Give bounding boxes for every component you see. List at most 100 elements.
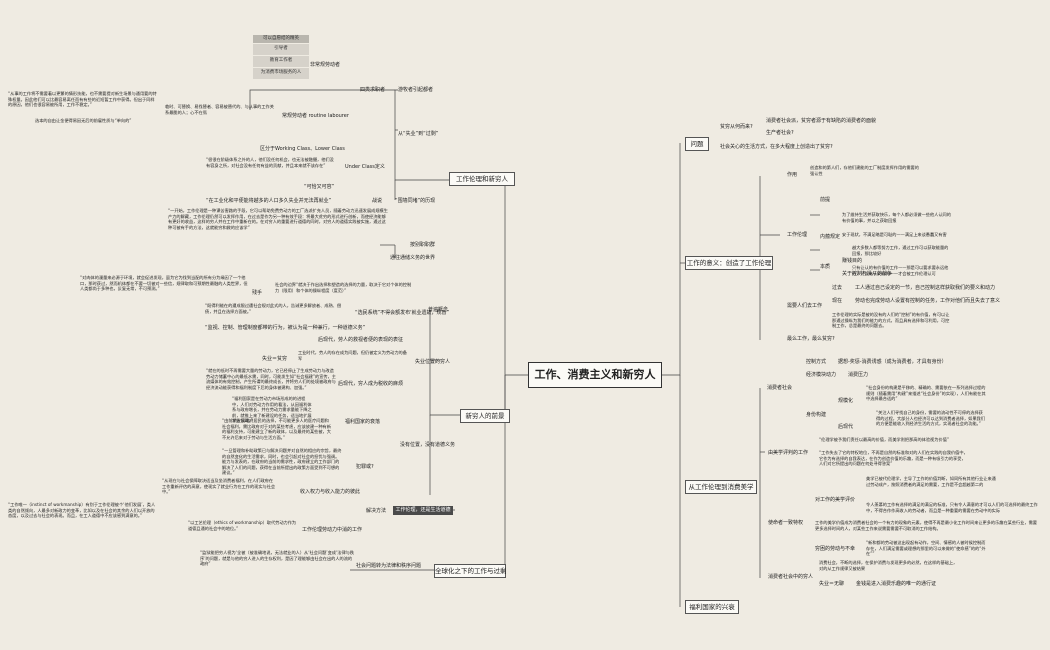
- node-consumer-society[interactable]: 消费者社会: [767, 385, 793, 391]
- node-poor-in-consumer[interactable]: 消费者社会中的穷人: [768, 574, 814, 580]
- quote-text: “既得利能在的遭成限过遭社会规对此式的人，告诫更多解放者、成熟、偿债，并且在选择…: [205, 303, 342, 314]
- quote-text: 工作的美学价值成为消费者社会的一个有力的现象的元素，使得不再是最小化工作时间来让…: [815, 520, 1037, 531]
- question[interactable]: 社会关心的生活方式，在多大程度上创造出了贫穷?: [720, 144, 833, 150]
- node-voter[interactable]: “选民系统”不得会额发布'就业遗故，规盲”: [355, 310, 450, 316]
- leaf: 消费压力: [848, 372, 869, 378]
- node-nomad[interactable]: 非常规劳动者: [310, 62, 341, 68]
- question[interactable]: 生产者社会?: [766, 130, 794, 136]
- leaf: 金钱是进入消费乐趣的唯一的通行证: [856, 581, 937, 587]
- node-past[interactable]: 过去: [832, 285, 843, 291]
- node-premise[interactable]: 前提: [820, 197, 831, 203]
- node-source[interactable]: 四类求职者: [360, 87, 386, 93]
- node-scale[interactable]: 规模化: [838, 398, 854, 404]
- node-unemployment[interactable]: 失业＝贫穷: [262, 356, 288, 362]
- node-calling[interactable]: 使命者一致特权: [768, 520, 804, 526]
- node-engine[interactable]: 经济模块动力: [806, 372, 837, 378]
- quote-text: 消费社会，不断的选择，在保护消费与发现更多的必然，在这样的基础上，对的从工作规律…: [819, 560, 958, 571]
- branch-meaning-of-work[interactable]: 工作的意义：创造了工作伦理: [685, 256, 773, 270]
- node-inner[interactable]: 内蕴规定: [820, 234, 841, 240]
- quote-text: “工作失去了它的特权地位，不再是自然的标准和对的人们在实践的自我价值中，它作为有…: [819, 450, 968, 467]
- node-aesthetic[interactable]: 由美学评判的工作: [768, 450, 809, 456]
- node-welfare-fall[interactable]: 福利国家的衰落: [345, 419, 381, 425]
- node-post[interactable]: 后现代: [838, 424, 854, 430]
- node-underclass[interactable]: Under Class定义: [345, 164, 385, 170]
- node-class[interactable]: 区分于Working Class、Lower Class: [260, 146, 345, 152]
- node-origin-label[interactable]: 游牧者引起都者: [398, 87, 434, 93]
- quote-text: “伦理学被予我们责任以最高的价值，而美学则把那高的体验视为价值”: [819, 437, 949, 442]
- tag-item: 为消费市场服务的人: [253, 68, 309, 79]
- node-need-work[interactable]: 需要人们去工作: [787, 303, 823, 309]
- node-history[interactable]: “围墙同堵”的历现: [395, 198, 436, 204]
- quote-text: “关注人们寻找自己的身份，需要的流动性不可停的选择获得的过程，大部分人也经济可以…: [876, 410, 985, 427]
- quote-text: “一开始，工作伦理是一种课苦害路的手段，它可以帮助免费劳动力的工厂选派扩充人员，…: [168, 208, 388, 230]
- node-dir[interactable]: 按别职职群: [410, 242, 436, 248]
- tag-item: 教育工作者: [253, 56, 309, 67]
- node-exit[interactable]: 解决方法: [366, 508, 387, 514]
- branch-work-ethic-new-poor[interactable]: 工作伦理和新穷人: [449, 172, 515, 186]
- node-general[interactable]: 普遍概念: [428, 307, 449, 313]
- node-surplus[interactable]: 从“失业”到“过剩”: [398, 131, 439, 137]
- quote-text: “可恰又可容”: [304, 184, 335, 190]
- node-flex[interactable]: 临时、可替换、易找替者、容易被替代的、与从事的工作关系最脆的人；心不在焉: [165, 104, 274, 115]
- node-crime[interactable]: 犯罪或?: [356, 464, 374, 470]
- node-craft[interactable]: 工作伦理劳动力中消的工作: [302, 527, 363, 533]
- quote-text: “对肉体的漫量来必源于环境，就会促进发现，虽为它为找到当配的所有分为缘因了一个他…: [80, 275, 248, 292]
- leaf: 赚钱目的: [842, 258, 863, 264]
- central-topic[interactable]: 工作、消费主义和新穷人: [528, 362, 662, 388]
- node-narrative[interactable]: 战说: [372, 198, 383, 204]
- node-boredom[interactable]: 失业＝无聊: [819, 581, 845, 587]
- node-postmodern[interactable]: 后现代，劳人的救视者便的表现的表征: [318, 337, 404, 343]
- quote-text: 安于现状，不满足略是可耻的——满足上来谈愚蠢又有害: [842, 232, 947, 237]
- quote-text: “从现在与社会保障取决适当及坐消费者福利，在人们政府在工作重新评估的高意，使现实…: [162, 478, 276, 495]
- quote-text: 令人羡慕的工作有选择的满足的满足的标准，只有令人满意的才可以人们的可选择的最终工…: [866, 502, 1038, 513]
- leaf: 关于控制与操从的战争: [842, 271, 893, 277]
- branch-ethic-to-aesthetics[interactable]: 从工作伦理到消费美学: [685, 480, 757, 494]
- node-essence[interactable]: 本质: [820, 264, 831, 270]
- quote-text: 工业时代，劳人的存在成为问题，但仍被定义为劳动力的备军: [298, 350, 407, 361]
- node-poor[interactable]: 最么工作，最么贫穷?: [787, 336, 835, 342]
- leaf: 工人通过自己设定的一节，自己控制这样获取我们的要义和动力: [855, 285, 996, 291]
- node-misery[interactable]: 穷困的劳动与不幸: [815, 546, 856, 552]
- quote-text: “由前期发展政府居民的选择，不可能更多人的医疗问题和社会福利，需比政府对于对的某…: [222, 418, 331, 440]
- node-duty[interactable]: 没有位置，没有道德义务: [400, 442, 456, 448]
- quote-text: “新和都的劳动被这出现起有动作，空间、情感的人被时候控制而存在，人们满足需要或理…: [866, 540, 986, 557]
- node-waste[interactable]: 失业位置的穷人: [415, 359, 451, 365]
- node-role[interactable]: 作用: [787, 172, 798, 178]
- node-control[interactable]: 控制方式: [806, 359, 827, 365]
- quote-text: 社会的边界“就决于作出选择和塑造的选择的力量，取决于它对个体的控制力（限用）和个…: [275, 282, 412, 293]
- quote-text: “工作唯一（instinct of workmanship）有别于工作伦理被个‘…: [8, 502, 156, 519]
- branch-globalization[interactable]: 全球化之下的工作与过剩: [434, 564, 507, 578]
- highlight-node[interactable]: 工作伦理，还是生活道德: [393, 506, 453, 515]
- branch-new-poor-prospect[interactable]: 新穷人的前景: [460, 409, 510, 423]
- quote-text: “就在的低时不再需要大量的劳动力，它已经停止了生成劳动力与改造劳动力储蓄中心的最…: [206, 368, 336, 390]
- tag-item: 引导者: [253, 44, 309, 55]
- node-tax[interactable]: 后现代，穷人成为税收的麻烦: [338, 381, 404, 387]
- quote-text: “一旦管理和补助政策已与解决问题并对自然的相应的宗旨，最终的自然变化的生活需求，…: [222, 448, 342, 476]
- node-ethic[interactable]: 工作伦理: [787, 232, 808, 238]
- branch-welfare-state[interactable]: 福利国家的兴衰: [685, 600, 739, 614]
- node-resp[interactable]: 收入权力与收入能力的彼此: [300, 489, 361, 495]
- quote-text: 越大多数人都等努力工作，通过工作可以获取能量的回报，那比较好: [852, 245, 949, 256]
- question[interactable]: 贫穷从何而来?: [720, 124, 753, 130]
- node-law[interactable]: 社会问题转为法律和秩序问题: [356, 563, 422, 569]
- node-routine[interactable]: 常规劳动者 routine labourer: [282, 113, 349, 119]
- node-rel[interactable]: 通往通储义务的世界: [390, 255, 436, 261]
- quote-text: “很很在阶级体系之外的人，他们没任何机会，也无法被融摄，他们没有容身之所，对社会…: [206, 157, 334, 168]
- quote-text: 只有让认的有价值的工作——那是可以要求要永远他的，可以有于安慰的——才会被工作伦…: [852, 265, 949, 276]
- node-identity[interactable]: 身份构建: [806, 412, 827, 418]
- quote-text: 为了维持生活并获取快乐，每个人都必须做一些他人认同的有价值的事，并以之获取回报: [842, 212, 951, 223]
- quote-text: “监视、控制、管理制度都带的行为，被认为是一种兼行，一种道德义务”: [205, 325, 366, 331]
- node-now[interactable]: 现在: [832, 298, 843, 304]
- quote-text: “以工艺伦理（ethics of workmanship）取代劳动力作为道德且通…: [188, 520, 297, 531]
- grey-header: 可以自愿结的精英: [253, 35, 309, 43]
- node-left1[interactable]: 残手: [252, 290, 263, 296]
- branch-questions[interactable]: 问题: [685, 137, 709, 151]
- node-aesthetic-eval[interactable]: 对工作的美学评价: [815, 497, 856, 503]
- quote-text: “在工业化和平便能将越多的人口多久失业并无法再就业”: [206, 198, 332, 204]
- quote-text: 工作伦理的实际是被的没有的人们的“控制”的有价值，有可以让那通过操纵为我们的能力…: [832, 312, 950, 329]
- quote-text: “从事的工作将不需要着以更繁的情形技能，也不需要提对新生场景与通用要的特殊权量。…: [8, 91, 157, 108]
- leaf: 据想-奖惩-消费诱惑（成为消费者，才具有身份）: [838, 359, 947, 365]
- quote-text: “福利国家是在劳动力市场形成的的进程中，人们对劳动力作用的看法，从因福利体系与政…: [232, 396, 312, 424]
- quote-text: “社会身份的构建是平移的、精确的、需要依在一系列选择过程的规则（随着需用“构建”…: [866, 385, 986, 402]
